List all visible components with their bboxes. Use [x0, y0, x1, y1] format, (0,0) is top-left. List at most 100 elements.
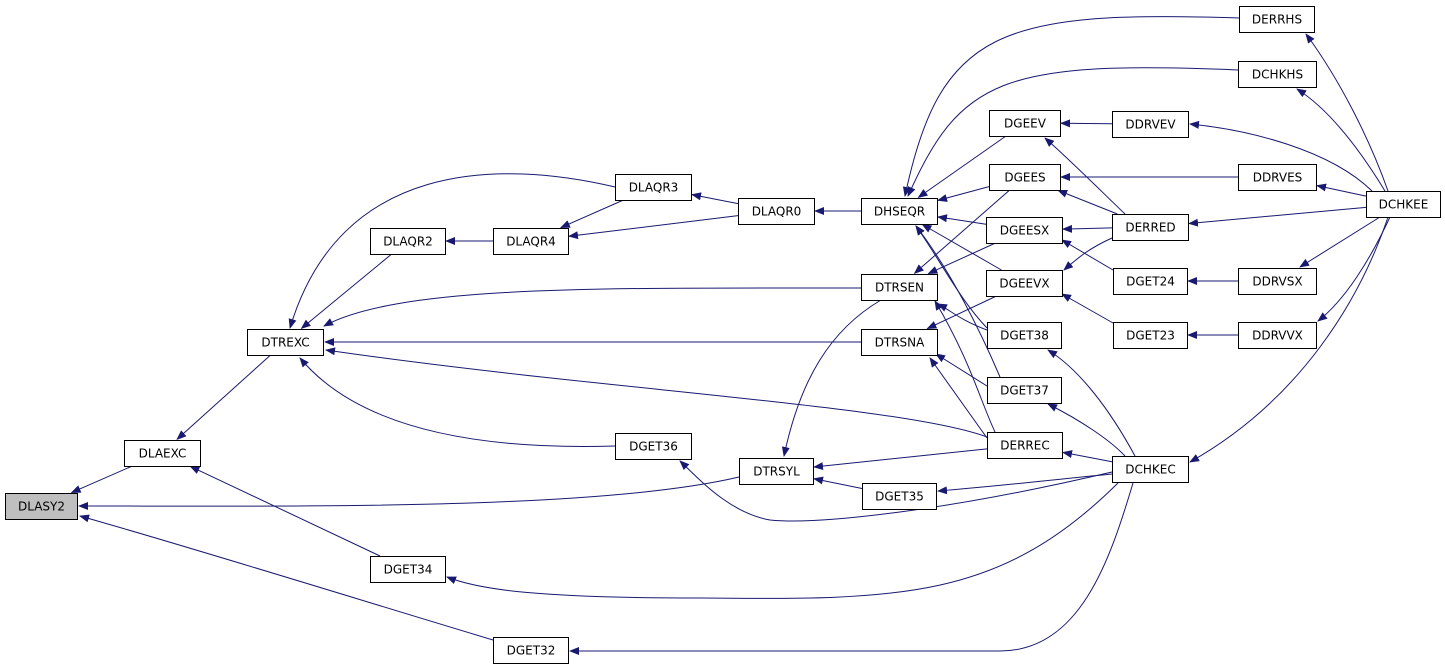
edge-dgeev-to-dhseqr [917, 135, 1007, 198]
node-dgeev[interactable]: DGEEV [989, 110, 1061, 137]
node-box [1238, 322, 1317, 349]
edge-dget32-to-dlasy2 [79, 514, 494, 641]
node-box [370, 556, 446, 583]
edge-dchkec-to-dget36 [679, 460, 1113, 522]
node-dget38[interactable]: DGET38 [987, 322, 1062, 349]
node-ddrvev[interactable]: DDRVEV [1112, 111, 1189, 138]
node-label: DDRVEV [1125, 118, 1176, 132]
node-dget36[interactable]: DGET36 [615, 433, 692, 460]
edge-derred-to-dgeesx [1062, 224, 1113, 233]
node-box [861, 329, 938, 356]
node-dtrexc[interactable]: DTREXC [247, 329, 324, 356]
edge-dtrsyl-to-dlasy2 [78, 476, 740, 511]
edge-dchkec-to-dget38 [1047, 349, 1136, 457]
node-box [1112, 456, 1189, 483]
edge-dchkee-to-dchkec [1189, 216, 1389, 463]
node-dget23[interactable]: DGET23 [1113, 322, 1188, 349]
node-box [1238, 61, 1317, 88]
node-derrhs[interactable]: DERRHS [1239, 6, 1315, 33]
edge-derrec-to-dtrexc [325, 347, 988, 438]
node-dget37[interactable]: DGET37 [987, 377, 1062, 404]
node-label: DGET36 [629, 440, 678, 454]
node-label: DDRVSX [1252, 275, 1302, 289]
node-dget24[interactable]: DGET24 [1113, 268, 1188, 295]
node-ddrvsx[interactable]: DDRVSX [1238, 268, 1317, 295]
node-box [1366, 191, 1441, 218]
node-dchkee[interactable]: DCHKEE [1366, 191, 1441, 218]
edge-dchkee-to-dchkhs [1296, 88, 1386, 192]
edge-dtrexc-to-dlaexc [176, 354, 271, 440]
edge-dtrsen-to-dtrexc [323, 287, 862, 327]
node-derred[interactable]: DERRED [1112, 214, 1189, 241]
node-label: DLAQR4 [506, 235, 556, 249]
node-ddrves[interactable]: DDRVES [1238, 164, 1317, 191]
node-derrec[interactable]: DERREC [987, 432, 1063, 459]
edge-dget37-to-dhseqr [915, 225, 1001, 378]
edges-layer [70, 16, 1391, 655]
edge-dgeevx-to-dhseqr [921, 224, 1002, 271]
node-box [989, 110, 1061, 137]
node-label: DLAEXC [139, 447, 187, 461]
node-box [1112, 214, 1189, 241]
node-box [739, 458, 814, 485]
edge-dchkee-to-ddrvev [1189, 120, 1373, 192]
edge-dget37-to-dtrsna [935, 353, 988, 387]
node-label: DGET34 [384, 563, 433, 577]
node-dlaqr0[interactable]: DLAQR0 [738, 198, 815, 225]
node-label: DERRHS [1252, 13, 1302, 27]
edge-dget34-to-dlaexc [189, 465, 381, 557]
node-box [1113, 268, 1188, 295]
node-label: DTRSYL [753, 465, 800, 479]
node-dchkec[interactable]: DCHKEC [1112, 456, 1189, 483]
node-dtrsen[interactable]: DTRSEN [861, 274, 938, 301]
node-box [987, 322, 1062, 349]
node-box [5, 493, 78, 520]
node-label: DLAQR3 [629, 181, 679, 195]
edge-dlaqr0-to-dlaqr3 [691, 192, 739, 205]
edge-dchkec-to-dget35 [937, 473, 1113, 495]
node-label: DLASY2 [18, 500, 65, 514]
edge-dget24-to-dgeesx [1061, 239, 1114, 271]
edge-dlaqr3-to-dtrexc [288, 173, 616, 329]
node-dlaqr2[interactable]: DLAQR2 [370, 228, 446, 255]
node-dchkhs[interactable]: DCHKHS [1238, 61, 1317, 88]
node-label: DGEES [1004, 171, 1045, 185]
node-dlaqr3[interactable]: DLAQR3 [615, 174, 692, 201]
node-label: DGET35 [875, 490, 924, 504]
node-dget35[interactable]: DGET35 [862, 483, 937, 510]
edge-dchkec-to-dget34 [446, 482, 1119, 599]
node-dtrsna[interactable]: DTRSNA [861, 329, 938, 356]
edge-dgeesx-to-dtrsen [927, 242, 996, 275]
node-dlaqr4[interactable]: DLAQR4 [493, 228, 569, 255]
node-label: DGET32 [507, 644, 556, 658]
edge-dchkee-to-ddrvvx [1317, 216, 1391, 322]
node-ddrvvx[interactable]: DDRVVX [1238, 322, 1317, 349]
node-box [1113, 322, 1188, 349]
node-box [861, 274, 938, 301]
node-dget34[interactable]: DGET34 [370, 556, 446, 583]
node-label: DGET24 [1126, 275, 1175, 289]
node-label: DTREXC [261, 336, 309, 350]
node-box [989, 164, 1061, 191]
edge-dgeevx-to-dtrsna [926, 295, 997, 330]
edge-dchkee-to-ddrvsx [1299, 216, 1381, 268]
node-label: DTRSEN [875, 281, 924, 295]
edge-dget35-to-dtrsyl [813, 476, 863, 489]
node-dgeevx[interactable]: DGEEVX [986, 270, 1063, 297]
edge-dchkec-to-dget37 [1047, 403, 1126, 457]
node-dhseqr[interactable]: DHSEQR [861, 198, 938, 225]
edge-dchkhs-to-dhseqr [907, 67, 1239, 197]
node-label: DERREC [1000, 439, 1049, 453]
node-dlasy2[interactable]: DLASY2 [5, 493, 78, 520]
node-box [738, 198, 815, 225]
node-dlaexc[interactable]: DLAEXC [124, 440, 201, 467]
node-box [987, 432, 1063, 459]
node-dtrsyl[interactable]: DTRSYL [739, 458, 814, 485]
node-dgeesx[interactable]: DGEESX [986, 217, 1063, 244]
node-dgees[interactable]: DGEES [989, 164, 1061, 191]
edge-dgeesx-to-dhseqr [937, 214, 987, 225]
node-label: DTRSNA [875, 336, 926, 350]
edge-dlaqr2-to-dtrexc [300, 253, 393, 330]
node-label: DGET37 [1000, 384, 1049, 398]
node-dget32[interactable]: DGET32 [493, 637, 569, 664]
